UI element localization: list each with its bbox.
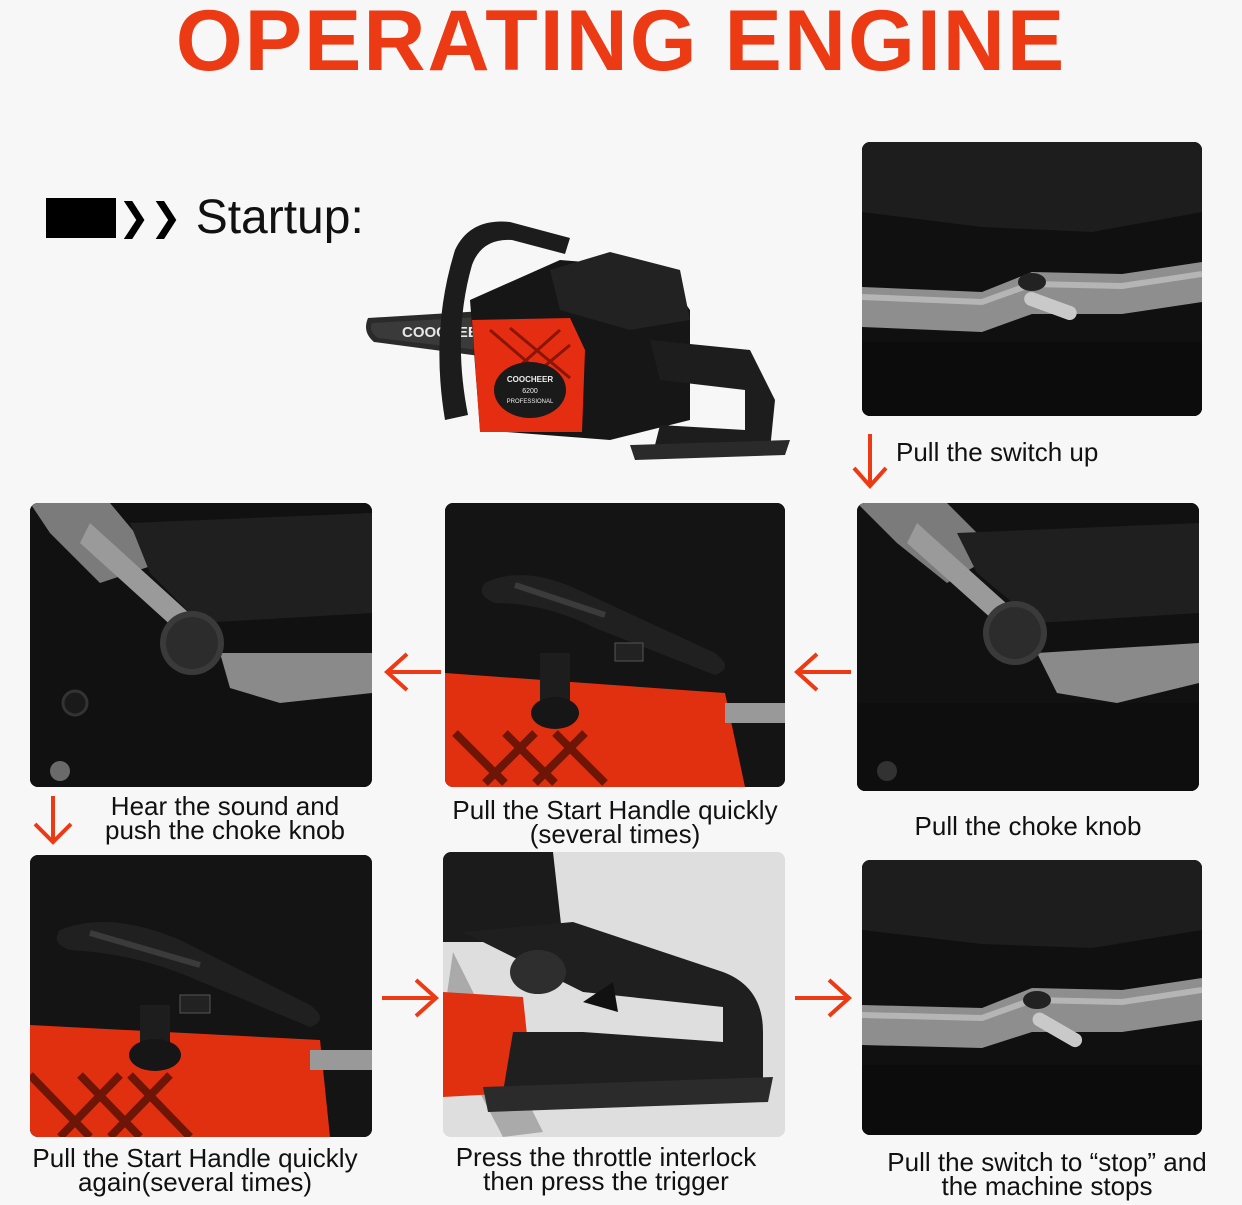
caption-line: (several times)	[529, 819, 701, 849]
left-arrow-icon	[383, 650, 443, 694]
down-arrow-icon	[850, 432, 890, 490]
step-photo-start-handle-again	[30, 855, 372, 1137]
edition-text: PROFESSIONAL	[507, 399, 554, 405]
caption-line: Press the throttle interlock	[455, 1142, 757, 1172]
step-caption-6: Press the throttle interlock then press …	[410, 1142, 802, 1196]
step-photo-start-handle	[445, 503, 785, 787]
right-arrow-icon	[793, 976, 853, 1020]
step-caption-5: Pull the Start Handle quickly again(seve…	[0, 1143, 390, 1197]
step-photo-switch-stop	[862, 860, 1202, 1135]
caption-line: then press the trigger	[483, 1166, 729, 1196]
step-caption-3: Pull the Start Handle quickly (several t…	[405, 795, 825, 849]
step-photo-switch-up	[862, 142, 1202, 416]
step-caption-7: Pull the switch to “stop” and the machin…	[852, 1147, 1242, 1201]
caption-line: Pull the choke knob	[914, 811, 1142, 841]
step-photo-choke-pull	[857, 503, 1199, 791]
startup-bar-icon	[46, 198, 116, 238]
caption-line: push the choke knob	[105, 815, 345, 845]
step-photo-throttle	[443, 852, 785, 1137]
double-chevron-right-icon: ❯❯	[118, 197, 182, 239]
page-title: OPERATING ENGINE	[175, 0, 1067, 89]
startup-label: Startup:	[195, 191, 364, 244]
right-arrow-icon	[380, 976, 440, 1020]
caption-line: Hear the sound and	[110, 791, 340, 821]
step-caption-4: Hear the sound and push the choke knob	[70, 791, 380, 845]
caption-line: again(several times)	[77, 1167, 313, 1197]
housing-brand-text: COOCHEER	[507, 375, 553, 384]
step-caption-1: Pull the switch up	[896, 437, 1166, 467]
startup-heading: ❯❯ Startup:	[46, 188, 364, 248]
step-caption-2: Pull the choke knob	[857, 811, 1199, 841]
caption-line: Pull the Start Handle quickly	[32, 1143, 358, 1173]
caption-line: Pull the Start Handle quickly	[452, 795, 778, 825]
caption-line: Pull the switch to “stop” and	[887, 1147, 1207, 1177]
caption-line: Pull the switch up	[896, 437, 1099, 467]
left-arrow-icon	[793, 650, 853, 694]
caption-line: the machine stops	[941, 1171, 1153, 1201]
model-text: 6200	[522, 388, 538, 395]
down-arrow-icon	[30, 794, 76, 846]
step-photo-choke-push	[30, 503, 372, 787]
chainsaw-product-image: COOCHEER COOCHEER 6200 PROFESSIONAL	[360, 210, 790, 470]
